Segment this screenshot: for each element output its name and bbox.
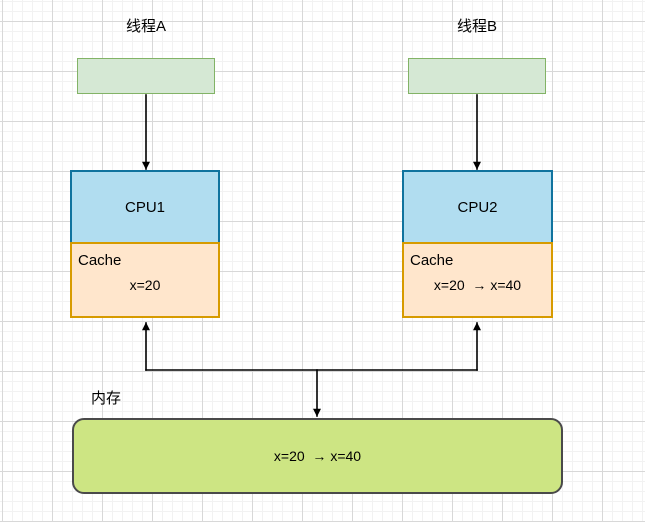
memory-label: 内存 [91,390,122,407]
thread-b-label: 线程B [456,18,497,35]
cpu1-cache-label: Cache [78,252,122,269]
cpu2-label: CPU2 [457,198,498,216]
thread-a-box [77,58,215,94]
cpu1-label: CPU1 [124,198,165,216]
thread-a-label: 线程A [125,18,166,35]
cpu2-cache-value: x=20 → x=40 [433,277,522,293]
cpu2-cache-box: Cache x=20 → x=40 [402,242,553,318]
memory-box: x=20 → x=40 [72,418,563,494]
cpu1-group: CPU1 Cache x=20 [70,170,220,318]
cpu2-box: CPU2 [402,170,553,244]
thread-b-box [408,58,546,94]
cpu1-box: CPU1 [70,170,220,244]
cpu2-group: CPU2 Cache x=20 → x=40 [402,170,553,318]
cpu1-cache-value: x=20 [129,277,161,293]
cpu2-cache-label: Cache [410,252,454,269]
memory-value: x=20 → x=40 [273,448,362,464]
cpu1-cache-box: Cache x=20 [70,242,220,318]
